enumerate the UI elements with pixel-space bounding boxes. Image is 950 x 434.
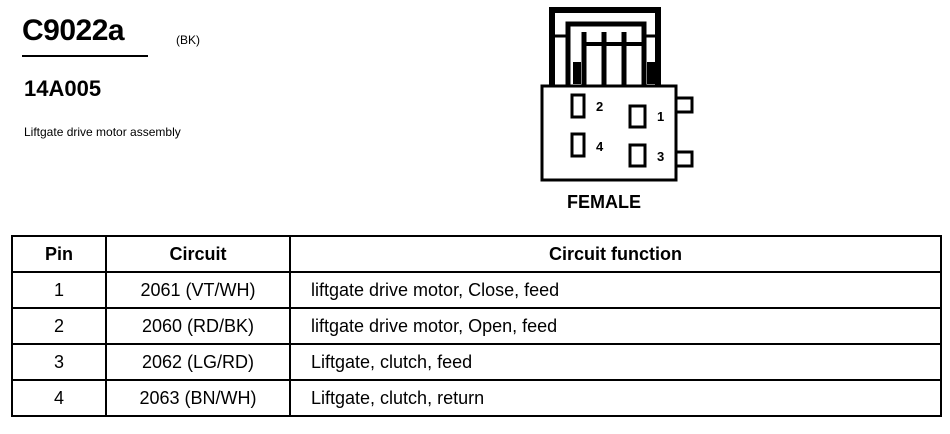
pin-cell: 1 bbox=[11, 271, 107, 309]
connector-color-code: (BK) bbox=[176, 33, 200, 47]
connector-description: Liftgate drive motor assembly bbox=[24, 125, 181, 139]
circuit-cell: 2063 (BN/WH) bbox=[105, 379, 291, 417]
table-row: 1 2061 (VT/WH) liftgate drive motor, Clo… bbox=[11, 271, 942, 309]
pin-cavity-1: 1 bbox=[628, 104, 664, 129]
pin-cell: 3 bbox=[11, 343, 107, 381]
table-row: 4 2063 (BN/WH) Liftgate, clutch, return bbox=[11, 379, 942, 417]
pin-table: Pin Circuit Circuit function 1 2061 (VT/… bbox=[11, 235, 942, 417]
pin-label-4: 4 bbox=[596, 139, 604, 154]
connector-id-underline bbox=[22, 55, 148, 57]
pin-cavity-4: 4 bbox=[570, 132, 604, 158]
part-number: 14A005 bbox=[24, 76, 102, 101]
table-row: 3 2062 (LG/RD) Liftgate, clutch, feed bbox=[11, 343, 942, 381]
table-row: 2 2060 (RD/BK) liftgate drive motor, Ope… bbox=[11, 307, 942, 345]
pin-cavity-2: 2 bbox=[570, 93, 603, 119]
connector-face-diagram: 2 1 4 3 bbox=[540, 7, 694, 182]
circuit-function-cell: Liftgate, clutch, feed bbox=[289, 343, 942, 381]
connector-latch bbox=[549, 7, 661, 88]
pin-cell: 2 bbox=[11, 307, 107, 345]
header-circuit: Circuit bbox=[105, 235, 291, 273]
header-circuit-function: Circuit function bbox=[289, 235, 942, 273]
circuit-function-cell: Liftgate, clutch, return bbox=[289, 379, 942, 417]
circuit-cell: 2061 (VT/WH) bbox=[105, 271, 291, 309]
table-header-row: Pin Circuit Circuit function bbox=[11, 235, 942, 273]
connector-keys bbox=[674, 96, 694, 168]
pin-cavity-3: 3 bbox=[628, 143, 664, 168]
circuit-function-cell: liftgate drive motor, Close, feed bbox=[289, 271, 942, 309]
connector-body bbox=[540, 84, 678, 182]
pin-label-3: 3 bbox=[657, 149, 664, 164]
pin-cell: 4 bbox=[11, 379, 107, 417]
pin-label-1: 1 bbox=[657, 109, 664, 124]
circuit-cell: 2062 (LG/RD) bbox=[105, 343, 291, 381]
connector-id: C9022a bbox=[22, 14, 125, 47]
header-pin: Pin bbox=[11, 235, 107, 273]
connector-gender-label: FEMALE bbox=[567, 192, 641, 212]
circuit-cell: 2060 (RD/BK) bbox=[105, 307, 291, 345]
pin-label-2: 2 bbox=[596, 99, 603, 114]
circuit-function-cell: liftgate drive motor, Open, feed bbox=[289, 307, 942, 345]
